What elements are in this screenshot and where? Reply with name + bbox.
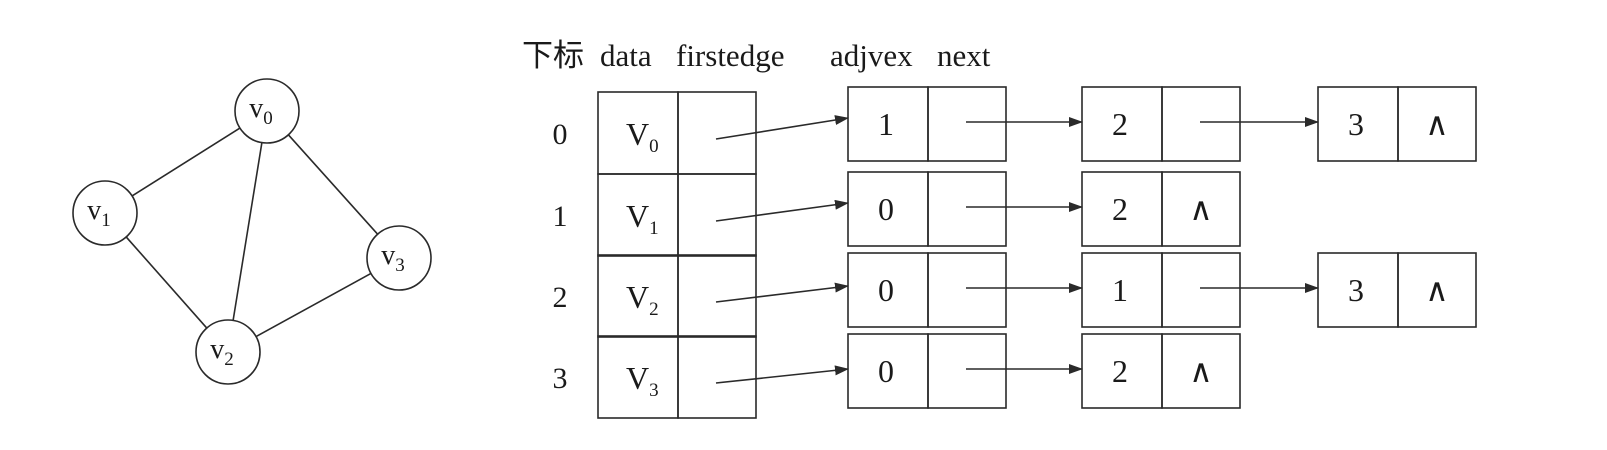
null-pointer-symbol: ∧ — [1189, 353, 1212, 389]
adjvex-value: 0 — [878, 353, 894, 389]
data-value: V2 — [626, 279, 659, 320]
next-cell — [1397, 86, 1477, 162]
row-index: 0 — [553, 118, 568, 151]
graph-edge-1-2 — [125, 236, 208, 329]
graph-node-circle — [195, 319, 261, 385]
next-cell — [927, 333, 1007, 409]
firstedge-cell — [677, 173, 757, 257]
graph-edge-0-3 — [287, 134, 379, 235]
adjvex-value: 1 — [1112, 272, 1128, 308]
next-cell — [927, 171, 1007, 247]
header-adjvex: adjvex — [830, 38, 913, 73]
graph-node-label: v1 — [87, 195, 111, 231]
edge-node-0-1: 2 — [1081, 86, 1241, 162]
table-header: 下标 data firstedge adjvex next — [522, 38, 991, 73]
firstedge-pointer-arrow — [715, 365, 849, 384]
data-value: V1 — [626, 198, 659, 239]
adjvex-value: 2 — [1112, 191, 1128, 227]
graph-edge-0-1 — [131, 127, 241, 197]
edge-node-3-0: 0 — [847, 333, 1007, 409]
edge-node-2-0: 0 — [847, 252, 1007, 328]
graph-node-0: v0 — [234, 78, 300, 144]
next-cell — [1397, 252, 1477, 328]
firstedge-pointer-arrow — [715, 282, 849, 303]
graph-nodes: v0 v1 v2 v3 — [72, 78, 432, 385]
graph-node-label: v0 — [249, 93, 273, 129]
next-cell — [927, 86, 1007, 162]
edge-node-2-2: 3∧ — [1317, 252, 1477, 328]
firstedge-cell — [677, 91, 757, 175]
adjvex-value: 3 — [1348, 106, 1364, 142]
next-cell — [1161, 252, 1241, 328]
adjvex-value: 1 — [878, 106, 894, 142]
firstedge-pointer-arrow — [715, 199, 849, 222]
edge-node-1-0: 0 — [847, 171, 1007, 247]
row-index: 1 — [553, 200, 568, 233]
graph-node-2: v2 — [195, 319, 261, 385]
next-cell — [1161, 171, 1241, 247]
adjvex-value: 2 — [1112, 353, 1128, 389]
header-data: data — [600, 38, 652, 73]
data-value: V3 — [626, 360, 659, 401]
graph-node-circle — [234, 78, 300, 144]
null-pointer-symbol: ∧ — [1425, 106, 1448, 142]
graph-edge-0-2 — [232, 142, 263, 321]
edge-node-0-2: 3∧ — [1317, 86, 1477, 162]
null-pointer-symbol: ∧ — [1425, 272, 1448, 308]
graph-node-circle — [72, 180, 138, 246]
next-cell — [1161, 333, 1241, 409]
graph-node-1: v1 — [72, 180, 138, 246]
graph-edges — [125, 127, 379, 338]
adjvex-value: 2 — [1112, 106, 1128, 142]
data-value: V0 — [626, 116, 659, 157]
graph-node-circle — [366, 225, 432, 291]
row-index: 2 — [553, 281, 568, 314]
next-cell — [927, 252, 1007, 328]
header-firstedge: firstedge — [676, 38, 784, 73]
header-index: 下标 — [522, 38, 584, 73]
edge-node-3-1: 2∧ — [1081, 333, 1241, 409]
firstedge-cell — [677, 254, 757, 338]
firstedge-cell — [677, 335, 757, 419]
graph-node-label: v3 — [381, 240, 405, 276]
adjvex-value: 0 — [878, 191, 894, 227]
header-next: next — [937, 38, 991, 73]
adjvex-value: 3 — [1348, 272, 1364, 308]
edge-node-0-0: 1 — [847, 86, 1007, 162]
graph-node-3: v3 — [366, 225, 432, 291]
edge-node-2-1: 1 — [1081, 252, 1241, 328]
graph-edge-2-3 — [255, 272, 372, 338]
null-pointer-symbol: ∧ — [1189, 191, 1212, 227]
firstedge-pointer-arrow — [715, 115, 849, 140]
adjvex-value: 0 — [878, 272, 894, 308]
row-index: 3 — [553, 362, 568, 395]
graph-node-label: v2 — [210, 334, 234, 370]
next-cell — [1161, 86, 1241, 162]
edge-node-1-1: 2∧ — [1081, 171, 1241, 247]
undirected-graph: v0 v1 v2 v3 — [72, 78, 432, 385]
